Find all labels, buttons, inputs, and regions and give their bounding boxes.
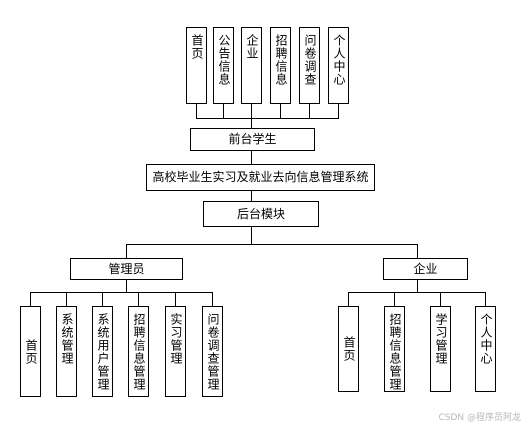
node-admin-recruitment: 招聘信息管理 <box>128 306 149 397</box>
node-company-study: 学习管理 <box>430 306 451 392</box>
node-admin-home: 首页 <box>20 306 41 397</box>
node-company: 企业 <box>383 258 468 280</box>
node-front-recruitment: 招聘信息 <box>270 27 291 104</box>
node-admin-users: 系统用户管理 <box>92 306 113 397</box>
node-front-home: 首页 <box>186 27 207 104</box>
node-front-company: 企业 <box>241 27 262 104</box>
node-company-recruitment: 招聘信息管理 <box>384 306 405 392</box>
node-backend: 后台模块 <box>203 201 319 227</box>
node-admin: 管理员 <box>70 258 183 280</box>
node-front-survey: 问卷调查 <box>299 27 320 104</box>
node-system-title: 高校毕业生实习及就业去向信息管理系统 <box>146 164 375 191</box>
node-company-home: 首页 <box>338 306 359 392</box>
node-front-announcement: 公告信息 <box>213 27 234 104</box>
node-front-student: 前台学生 <box>190 128 315 151</box>
node-admin-survey: 问卷调查管理 <box>202 306 223 397</box>
node-admin-system: 系统管理 <box>56 306 77 397</box>
node-company-profile: 个人中心 <box>475 306 496 392</box>
watermark: CSDN @程序员阿龙 <box>438 413 521 423</box>
node-admin-internship: 实习管理 <box>165 306 186 397</box>
node-front-profile: 个人中心 <box>328 27 349 104</box>
